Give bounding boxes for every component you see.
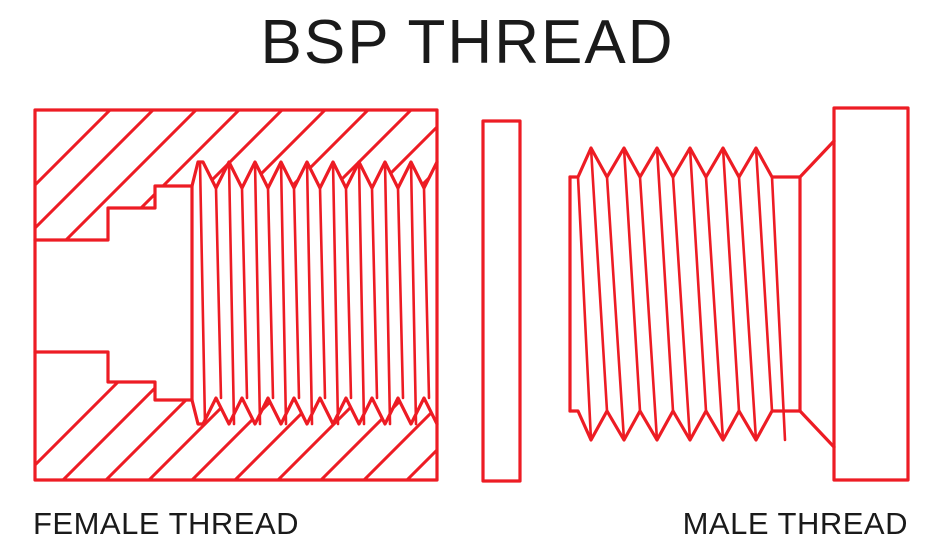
sealing-washer-outline: [481, 119, 522, 483]
female-bore-step-lower: [33, 350, 194, 402]
sealing-washer-part: [481, 119, 522, 483]
male-head-outline: [832, 106, 910, 482]
male-thread-profile-lower: [568, 409, 802, 442]
male-thread-flank-lines: [576, 146, 787, 442]
male-thread-profile-upper: [568, 146, 802, 179]
female-thread-profile-lower: [190, 396, 439, 426]
male-chamfer-lower: [798, 409, 836, 449]
female-body-outline: [33, 108, 439, 482]
female-thread-flank-lines: [198, 160, 431, 426]
male-chamfer-upper: [798, 139, 836, 179]
male-thread-part: [568, 106, 910, 482]
page-title: BSP THREAD: [260, 8, 675, 77]
female-bore-step-upper: [33, 184, 194, 242]
caption-female-thread: FEMALE THREAD: [33, 506, 300, 541]
caption-male-thread: MALE THREAD: [682, 506, 908, 541]
